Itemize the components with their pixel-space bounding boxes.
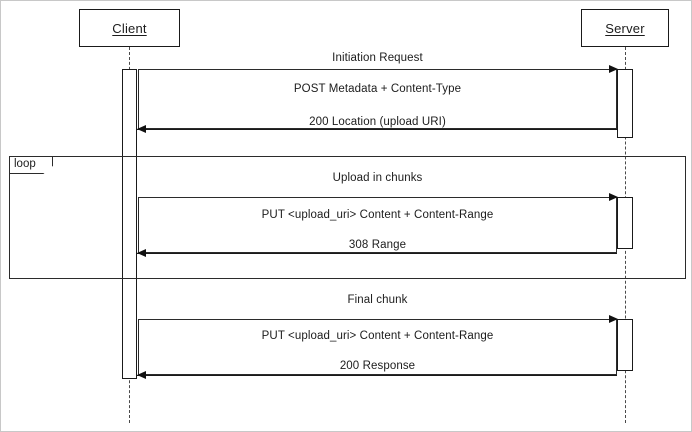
- arrowhead-put-final: [609, 314, 618, 323]
- activation-bar-server-initiation: [617, 69, 633, 138]
- group-caption-upload-chunks: Upload in chunks: [332, 172, 423, 184]
- participant-box-client[interactable]: Client: [79, 9, 180, 47]
- message-label-put-final: PUT <upload_uri> Content + Content-Range: [261, 330, 494, 342]
- arrowhead-200-location: [137, 124, 146, 133]
- group-caption-initiation: Initiation Request: [332, 52, 423, 64]
- message-label-308-range: 308 Range: [348, 239, 407, 251]
- participant-label-client: Client: [112, 20, 147, 36]
- participant-label-server: Server: [605, 20, 645, 36]
- participant-box-server[interactable]: Server: [581, 9, 669, 47]
- message-label-200-response: 200 Response: [339, 360, 416, 372]
- message-label-post-metadata: POST Metadata + Content-Type: [293, 83, 462, 95]
- message-arrow-200-location: [137, 129, 617, 130]
- message-label-put-chunk: PUT <upload_uri> Content + Content-Range: [261, 209, 494, 221]
- activation-bar-server-final: [617, 319, 633, 371]
- fragment-loop-operator-label: loop: [14, 158, 36, 170]
- arrowhead-put-chunk: [609, 192, 618, 201]
- group-caption-final-chunk: Final chunk: [347, 294, 408, 306]
- fragment-loop-tab: loop: [9, 156, 53, 174]
- message-label-200-location: 200 Location (upload URI): [309, 116, 446, 128]
- arrowhead-308-range: [137, 248, 146, 257]
- message-box-put-final: [138, 319, 617, 375]
- arrowhead-post-metadata: [609, 64, 618, 73]
- arrowhead-200-response: [137, 370, 146, 379]
- fragment-loop: [9, 156, 686, 279]
- message-box-put-chunk: [138, 197, 617, 253]
- message-box-post-metadata: [138, 69, 617, 129]
- activation-bar-client: [122, 69, 137, 379]
- message-arrow-200-response: [137, 375, 617, 376]
- activation-bar-server-chunk: [617, 197, 633, 249]
- message-arrow-308-range: [137, 253, 617, 254]
